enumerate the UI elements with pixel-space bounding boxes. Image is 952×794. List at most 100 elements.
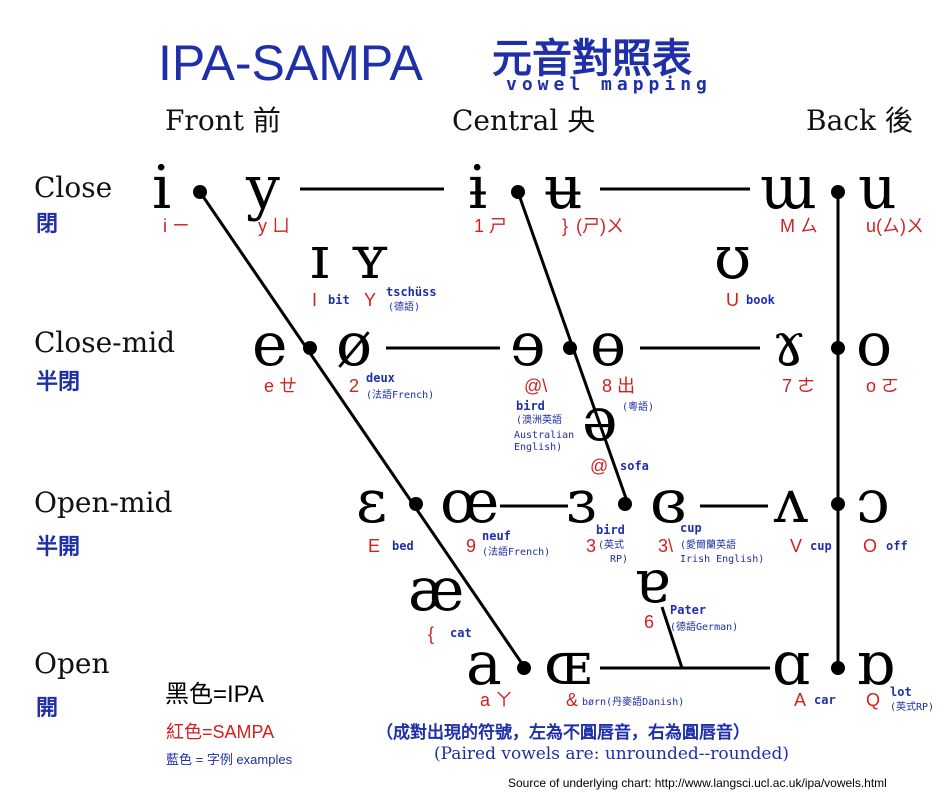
- ex-e-rev-3: Australian: [514, 430, 574, 441]
- ipa-u: u: [858, 153, 897, 223]
- ipa-e-rev: ɘ: [510, 310, 546, 380]
- row-close-mid: Close-mid: [34, 326, 175, 359]
- ex-o-bar-2: (粵語): [622, 400, 654, 413]
- sampa-ae: {: [428, 624, 434, 644]
- ipa-gamma: ɤ: [772, 310, 806, 380]
- row-close: Close: [34, 171, 112, 204]
- sampa-Y: Y: [364, 290, 376, 310]
- sampa-o: o ㄛ: [866, 376, 899, 396]
- sampa-oe: 9: [466, 536, 476, 556]
- ex-I: bit: [328, 293, 350, 307]
- ipa-schwa: ə: [582, 385, 618, 455]
- header-central: Central 央: [452, 104, 595, 137]
- ex-o-slash: deux: [366, 371, 395, 385]
- sampa-e: e ㄝ: [264, 376, 297, 396]
- sampa-I: I: [312, 290, 317, 310]
- ipa-Y: ʏ: [350, 223, 389, 293]
- ipa-u-bar: ʉ: [544, 153, 583, 223]
- sampa-i-bar: 1 ㄕ: [474, 216, 507, 236]
- sampa-a-turn: 6: [644, 612, 654, 632]
- ex-e-rev-4: English): [514, 442, 562, 453]
- legend-ipa: 黑色=IPA: [165, 681, 264, 708]
- ipa-o-slash: ø: [336, 310, 372, 380]
- legend-sampa: 紅色=SAMPA: [166, 722, 274, 742]
- ex-eps-rev-3: RP): [610, 554, 628, 565]
- ex-eps-rev: bird: [596, 523, 625, 537]
- ipa-o-open: ɔ: [856, 467, 890, 537]
- note-u-bar: (ㄕ)ㄨ: [576, 216, 624, 236]
- ex-eps-closed: cup: [680, 521, 702, 535]
- ipa-oe: œ: [440, 467, 499, 537]
- title-zh: 元音對照表: [492, 37, 692, 81]
- ex-Y-2: (德語): [388, 300, 420, 313]
- sampa-i: i ㄧ: [163, 216, 190, 236]
- ex-ae: cat: [450, 626, 472, 640]
- ipa-i-bar: ɨ: [468, 153, 487, 223]
- ex-eps-closed-2: (愛爾蘭英語: [680, 538, 736, 551]
- ex-eps: bed: [392, 539, 414, 553]
- ex-schwa: sofa: [620, 459, 649, 473]
- ipa-e: e: [252, 310, 288, 380]
- source-credit: Source of underlying chart: http://www.l…: [508, 776, 887, 790]
- sampa-eps: E: [368, 536, 380, 556]
- ipa-a-turn: ɐ: [634, 547, 670, 617]
- sampa-m-turn: M ㄙ: [780, 216, 818, 236]
- title-en: IPA-SAMPA: [158, 35, 424, 91]
- ipa-a: a: [466, 629, 502, 699]
- ipa-m-turn: ɯ: [760, 153, 817, 223]
- row-close-mid-zh: 半閉: [36, 369, 80, 394]
- sampa-e-rev: @\: [524, 376, 547, 396]
- ex-Y: tschüss: [386, 285, 437, 299]
- sampa-u: u(ㄙ)ㄨ: [866, 216, 924, 236]
- ipa-eps-closed: ɞ: [650, 467, 687, 537]
- sampa-u-bar: }: [562, 216, 568, 236]
- ex-alpha-turn-2: (英式RP): [890, 700, 934, 713]
- ipa-alpha: ɑ: [772, 629, 810, 699]
- ipa-i: i: [152, 153, 171, 223]
- sampa-o-open: O: [863, 536, 877, 556]
- ipa-y: y: [245, 153, 280, 223]
- ex-e-rev-2: (澳洲英語: [516, 413, 562, 426]
- sampa-alpha-turn: Q: [866, 690, 880, 710]
- sampa-gamma: 7 ㄜ: [782, 376, 815, 396]
- header-front: Front 前: [165, 104, 281, 137]
- ipa-eps: ɛ: [356, 467, 387, 537]
- row-open-mid-zh: 半開: [36, 534, 80, 559]
- row-open-mid: Open-mid: [34, 486, 172, 519]
- ipa-v-turn: ʌ: [773, 467, 808, 537]
- sampa-U: U: [726, 290, 739, 310]
- row-close-zh: 閉: [36, 211, 58, 236]
- chart-dots: [193, 185, 845, 675]
- ex-alpha: car: [814, 693, 836, 707]
- note-zh: （成對出現的符號，左為不圓唇音，右為圓唇音）: [376, 722, 750, 742]
- sampa-a: a ㄚ: [480, 690, 513, 710]
- ex-o-slash-2: (法語French): [366, 388, 434, 401]
- ipa-U: ʊ: [714, 223, 751, 293]
- ex-e-rev: bird: [516, 399, 545, 413]
- ex-a-turn-2: (德語German): [670, 620, 738, 633]
- sampa-eps-closed: 3\: [658, 536, 673, 556]
- ex-U: book: [746, 293, 776, 307]
- ex-alpha-turn: lot: [890, 685, 912, 699]
- legend-examples: 藍色 = 字例 examples: [166, 752, 293, 767]
- ipa-alpha-turn: ɒ: [856, 629, 894, 699]
- sampa-eps-rev: 3: [586, 536, 596, 556]
- ex-a-turn: Pater: [670, 603, 706, 617]
- row-open: Open: [34, 647, 109, 680]
- sampa-o-slash: 2: [349, 376, 359, 396]
- ex-o-open: off: [886, 539, 908, 553]
- ex-v-turn: cup: [810, 539, 832, 553]
- sampa-alpha: A: [794, 690, 806, 710]
- ipa-eps-rev: ɜ: [566, 467, 597, 537]
- sampa-OE: &: [566, 690, 578, 710]
- sampa-y: y ㄩ: [258, 216, 290, 236]
- ex-oe-2: (法語French): [482, 545, 550, 558]
- ex-OE: børn(丹麥語Danish): [582, 695, 684, 708]
- row-open-zh: 開: [36, 695, 58, 720]
- sampa-o-bar: 8 出: [602, 376, 635, 396]
- header-back: Back 後: [806, 104, 913, 137]
- ex-eps-rev-2: (英式: [598, 538, 624, 551]
- sampa-v-turn: V: [790, 536, 802, 556]
- ipa-OE: ɶ: [544, 629, 591, 699]
